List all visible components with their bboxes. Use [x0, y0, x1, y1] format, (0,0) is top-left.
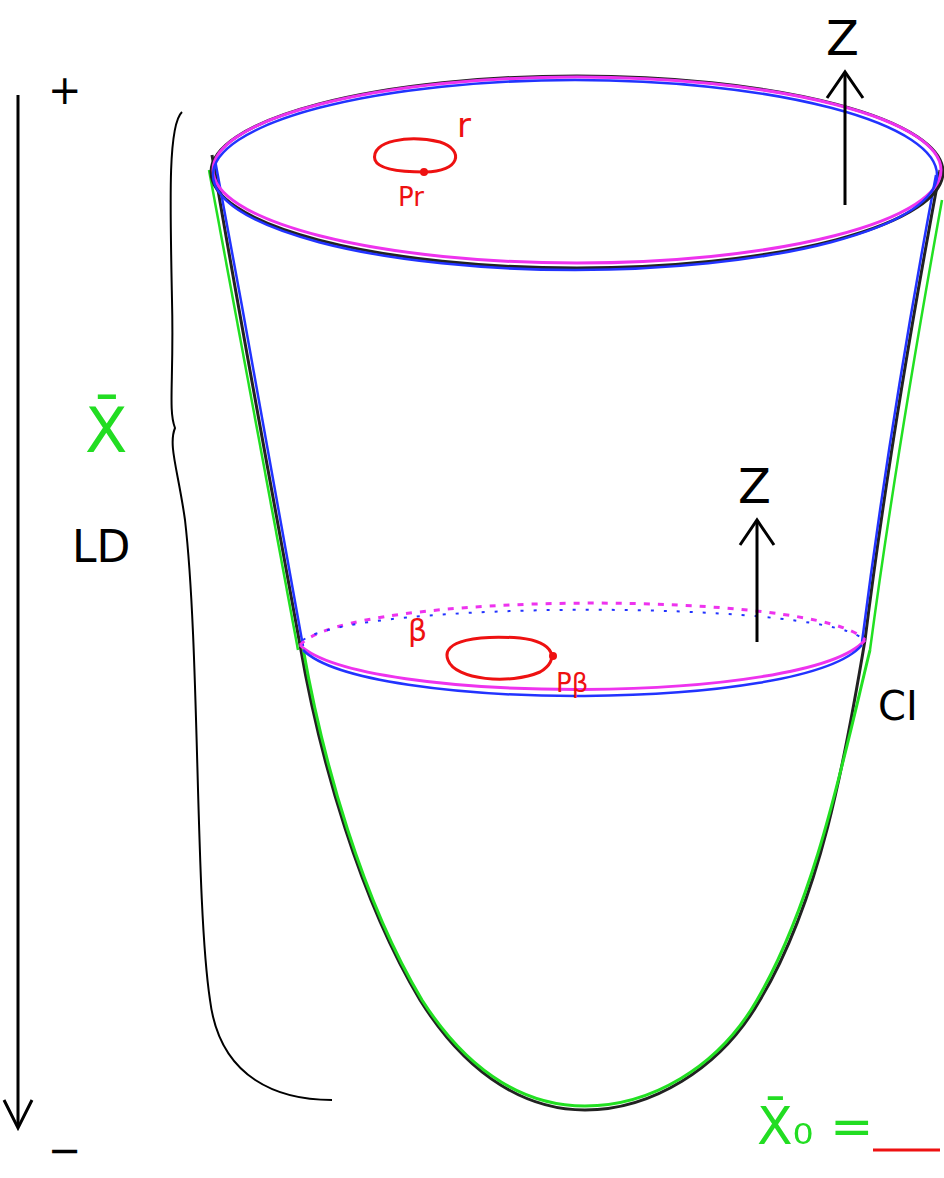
z-arrow — [844, 72, 847, 205]
loop-curve — [447, 637, 552, 679]
mid-rim-front — [303, 645, 862, 696]
axis-label: Z — [826, 14, 859, 62]
top-rim — [213, 80, 937, 270]
mid-rim-back — [303, 610, 862, 640]
z-arrowhead — [827, 72, 863, 98]
bowl-outline-green — [303, 648, 870, 1106]
sign-label: + — [48, 70, 82, 110]
loop-point — [549, 652, 557, 660]
point-label: Pr — [398, 184, 424, 210]
curve-label: r — [457, 108, 471, 142]
bowl-outline — [300, 640, 865, 1110]
point-label: Pβ — [556, 670, 588, 696]
axis-label: Z — [738, 462, 771, 510]
wall — [865, 170, 940, 640]
wall — [212, 155, 300, 645]
top-rim — [211, 76, 943, 268]
loop-point — [420, 168, 428, 176]
axis-line — [17, 95, 20, 1125]
wall — [862, 175, 936, 642]
variable-label: X̄ — [85, 400, 127, 462]
brace — [171, 112, 332, 1100]
top-rim — [213, 77, 941, 263]
blank-line — [873, 1149, 940, 1152]
region-label: CI — [878, 686, 918, 726]
z-arrow — [756, 520, 759, 642]
mid-rim-back — [300, 603, 865, 645]
wall — [870, 200, 942, 650]
variable-label: X̄₀ = — [757, 1100, 874, 1152]
region-label: LD — [72, 525, 130, 569]
wall — [209, 170, 298, 650]
curve-label: β — [408, 616, 427, 646]
axis-arrowhead — [4, 1100, 32, 1128]
sign-label: − — [48, 1130, 82, 1170]
z-arrowhead — [740, 520, 774, 545]
loop-curve — [375, 139, 456, 172]
